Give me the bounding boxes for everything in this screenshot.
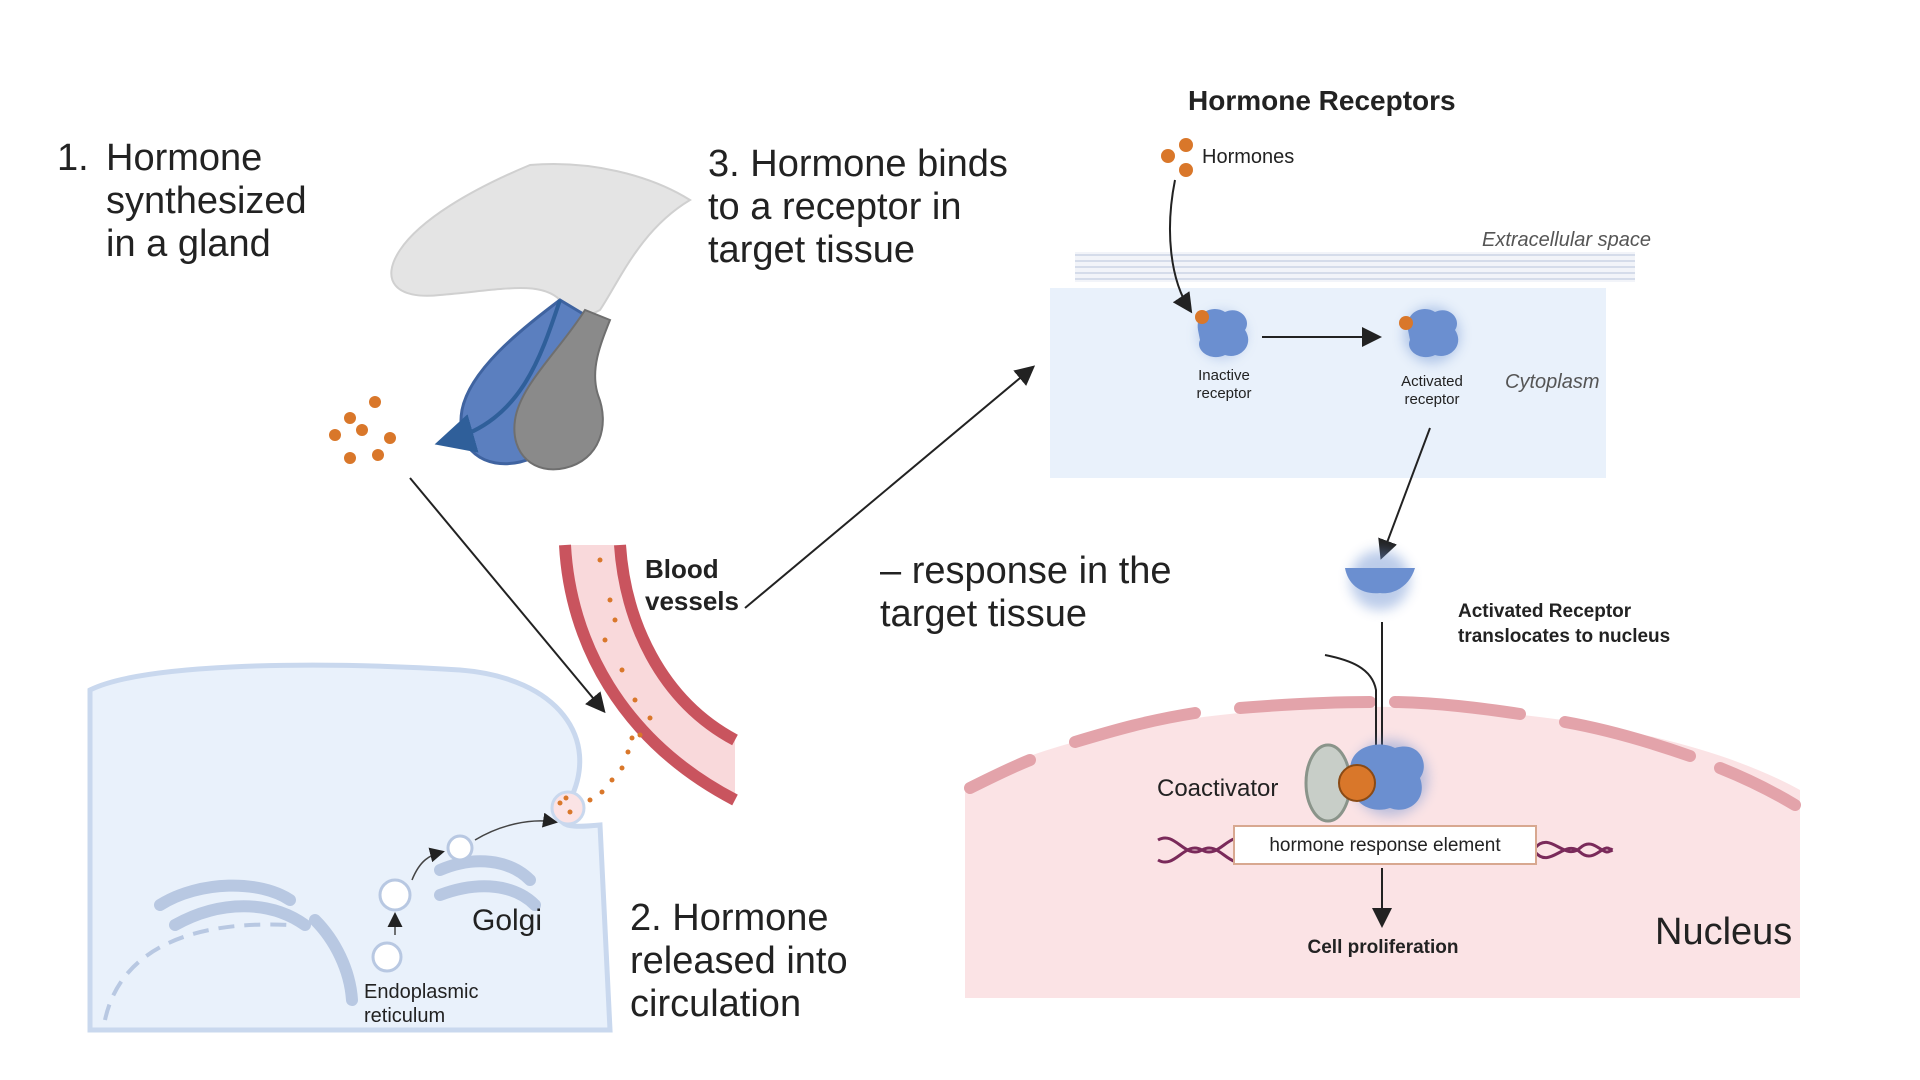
nucleus-label: Nucleus bbox=[1655, 911, 1792, 953]
step1-line1: Hormone bbox=[106, 137, 262, 179]
inactive-receptor bbox=[1195, 309, 1249, 359]
step3-line3: target tissue bbox=[708, 229, 915, 271]
er-label-line1: Endoplasmic bbox=[364, 981, 479, 1003]
step1-line2: synthesized bbox=[106, 180, 307, 222]
receptors-title: Hormone Receptors bbox=[1188, 85, 1456, 116]
step1-number: 1. bbox=[57, 137, 89, 179]
blood-vessels-line1: Blood bbox=[645, 554, 719, 584]
step4-line2: target tissue bbox=[880, 593, 1087, 635]
step3-line1: 3. Hormone binds bbox=[708, 143, 1008, 185]
proliferation-label: Cell proliferation bbox=[1308, 937, 1459, 958]
translocate-label-line1: Activated Receptor bbox=[1458, 601, 1632, 622]
activated-receptor bbox=[1399, 307, 1460, 363]
step3-line2: to a receptor in bbox=[708, 186, 961, 228]
hormones-icon bbox=[1161, 138, 1193, 177]
activated-label-line1: Activated bbox=[1401, 373, 1463, 390]
hormone-entry-arrow bbox=[1169, 179, 1193, 314]
cell-membrane bbox=[1075, 252, 1635, 282]
golgi-label: Golgi bbox=[472, 904, 542, 937]
extracellular-label: Extracellular space bbox=[1482, 229, 1651, 251]
hre-box bbox=[1233, 825, 1537, 865]
er-label-line2: reticulum bbox=[364, 1005, 445, 1027]
coactivator-path-line bbox=[1324, 654, 1377, 745]
gland-illustration bbox=[390, 163, 692, 471]
arrow-to-target bbox=[744, 365, 1036, 609]
step2-line2: released into bbox=[630, 940, 848, 982]
released-hormones bbox=[329, 396, 396, 464]
nuclear-envelope bbox=[964, 696, 1801, 811]
step1-line3: in a gland bbox=[106, 223, 271, 265]
cytoplasm-label: Cytoplasm bbox=[1505, 371, 1599, 393]
blood-vessel bbox=[559, 544, 738, 806]
activated-label-line2: receptor bbox=[1404, 391, 1459, 408]
receptor-complex bbox=[1338, 740, 1428, 816]
translocating-receptor bbox=[1345, 550, 1415, 610]
blood-vessels-line2: vessels bbox=[645, 586, 739, 616]
secreting-cell bbox=[87, 662, 635, 1033]
inactive-label-line1: Inactive bbox=[1198, 367, 1250, 384]
step4-line1: – response in the bbox=[880, 550, 1172, 592]
translocate-label-line2: translocates to nucleus bbox=[1458, 626, 1670, 647]
translocation-arrow bbox=[1378, 427, 1431, 560]
cytoplasm-region bbox=[1050, 288, 1606, 478]
arrow-to-vessel bbox=[409, 477, 606, 714]
hormones-label: Hormones bbox=[1202, 146, 1294, 168]
coactivator-label: Coactivator bbox=[1157, 775, 1278, 802]
hre-label: hormone response element bbox=[1269, 835, 1501, 856]
inactive-label-line2: receptor bbox=[1196, 385, 1251, 402]
step2-line3: circulation bbox=[630, 983, 801, 1025]
step2-line1: 2. Hormone bbox=[630, 897, 829, 939]
